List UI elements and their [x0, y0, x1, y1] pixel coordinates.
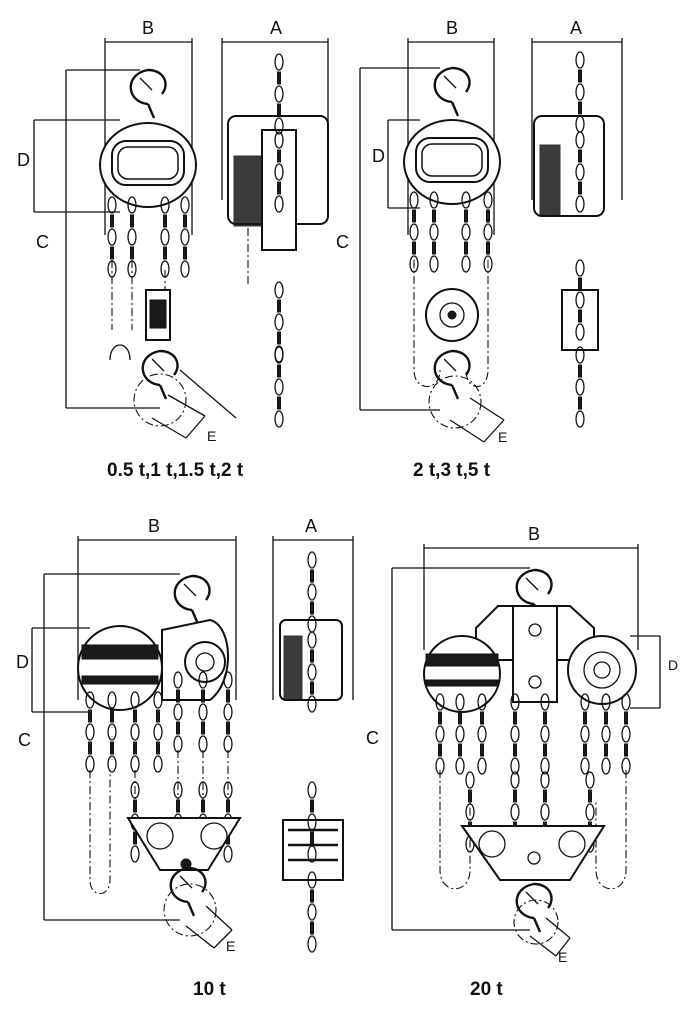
- caption-fig1: 0.5 t,1 t,1.5 t,2 t: [107, 460, 244, 481]
- dim-label-c: C: [18, 730, 31, 750]
- dim-label-e: E: [226, 938, 235, 954]
- top-hook-icon: [173, 574, 211, 626]
- dim-label-b: B: [446, 18, 458, 38]
- hoist-body: [99, 122, 197, 208]
- dim-label-b: B: [528, 524, 540, 544]
- dim-label-d: D: [17, 150, 30, 170]
- figure-4: B C D: [366, 524, 678, 1000]
- dim-label-e: E: [207, 428, 216, 444]
- dim-label-a: A: [570, 18, 582, 38]
- dim-label-e: E: [498, 429, 507, 445]
- dim-label-c: C: [366, 728, 379, 748]
- hoist-body: [403, 119, 501, 205]
- dim-label-d: D: [668, 657, 678, 673]
- dim-label-c: C: [36, 232, 49, 252]
- dim-label-b: B: [148, 516, 160, 536]
- dim-label-d: D: [16, 652, 29, 672]
- top-hook-icon: [129, 68, 167, 120]
- dim-label-b: B: [142, 18, 154, 38]
- caption-fig3: 10 t: [193, 979, 226, 1000]
- dim-label-c: C: [336, 232, 349, 252]
- dim-label-e: E: [558, 949, 567, 965]
- caption-fig2: 2 t,3 t,5 t: [413, 460, 491, 481]
- top-hook-icon: [433, 66, 471, 118]
- bottom-hook-icon: [169, 866, 207, 918]
- dim-label-d: D: [372, 146, 385, 166]
- caption-fig4: 20 t: [470, 979, 503, 1000]
- figure-1: B A C D E: [17, 18, 329, 481]
- figure-2: B A C D E 2 t,3 t,5: [336, 18, 623, 481]
- figure-3: B A C D: [16, 516, 354, 1000]
- bottom-hook-icon: [515, 882, 553, 934]
- dim-label-a: A: [270, 18, 282, 38]
- bottom-hook-icon: [141, 349, 179, 401]
- dim-label-a: A: [305, 516, 317, 536]
